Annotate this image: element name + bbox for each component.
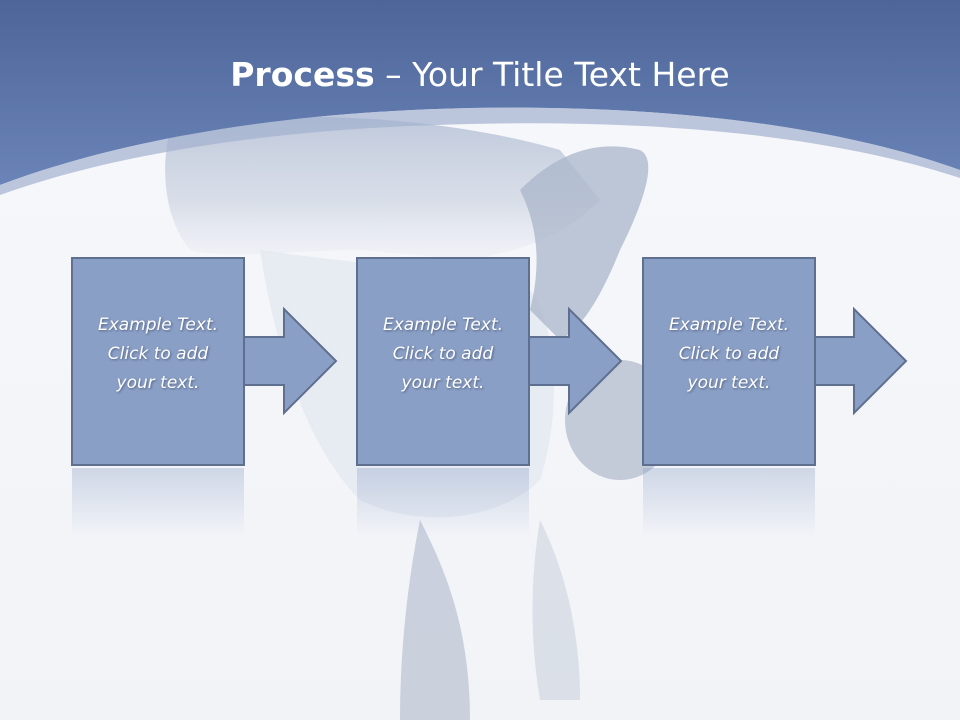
header-banner: [0, 0, 960, 195]
step-3-text[interactable]: Example Text. Click to add your text.: [668, 315, 790, 393]
process-step-1[interactable]: [71, 257, 338, 538]
step-2-reflection: [357, 468, 529, 538]
step-1-reflection: [72, 468, 244, 538]
step-1-arrow: [235, 306, 338, 416]
slide-title: Process – Your Title Text Here: [0, 52, 960, 98]
step-3-box: [642, 257, 816, 466]
step-1-box: [71, 257, 245, 466]
title-bold: Process: [230, 55, 375, 94]
step-1-text[interactable]: Example Text. Click to add your text.: [97, 315, 219, 393]
step-3-arrow: [805, 306, 908, 416]
step-2-box: [356, 257, 530, 466]
step-2-arrow: [520, 306, 623, 416]
process-step-2[interactable]: [356, 257, 623, 538]
title-rest: – Your Title Text Here: [374, 55, 730, 94]
step-2-text[interactable]: Example Text. Click to add your text.: [382, 315, 504, 393]
step-3-reflection: [643, 468, 815, 538]
process-step-3[interactable]: [642, 257, 908, 538]
